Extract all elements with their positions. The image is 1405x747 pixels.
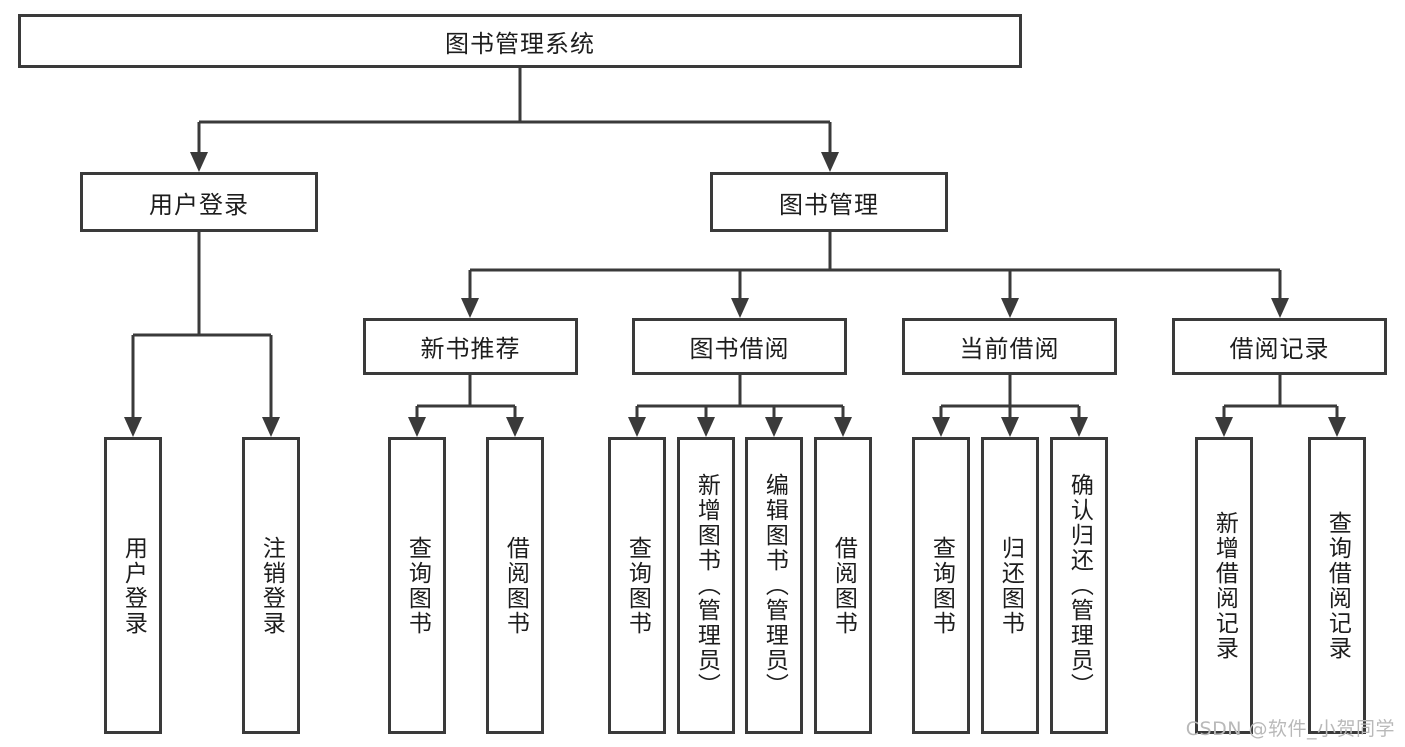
node-book-management-label: 图书管理 — [779, 190, 879, 219]
node-leaf-user-login-label: 用户登录 — [120, 535, 147, 636]
arrowhead-leaf-user-login — [124, 417, 142, 437]
arrowhead-leaf-query-record — [1328, 417, 1346, 437]
arrowhead-leaf-add-record — [1215, 417, 1233, 437]
node-book-management[interactable]: 图书管理 — [710, 172, 948, 232]
node-book-borrow[interactable]: 图书借阅 — [632, 318, 847, 375]
node-leaf-query-book-2-label: 查询图书 — [624, 535, 651, 636]
node-leaf-query-record-label: 查询借阅记录 — [1324, 510, 1351, 661]
node-leaf-confirm-return-label: 确认归还（管理员） — [1066, 473, 1093, 698]
arrowhead-book-borrow — [731, 298, 749, 318]
node-leaf-query-book-1[interactable]: 查询图书 — [388, 437, 446, 734]
node-leaf-confirm-return[interactable]: 确认归还（管理员） — [1050, 437, 1108, 734]
arrowhead-leaf-query-book-1 — [408, 417, 426, 437]
arrowhead-leaf-confirm-return — [1070, 417, 1088, 437]
arrowhead-leaf-borrow-book-1 — [506, 417, 524, 437]
arrowhead-leaf-return-book — [1001, 417, 1019, 437]
node-leaf-query-book-2[interactable]: 查询图书 — [608, 437, 666, 734]
node-current-borrow[interactable]: 当前借阅 — [902, 318, 1117, 375]
node-leaf-add-book-label: 新增图书（管理员） — [693, 473, 720, 698]
node-new-book-recommend-label: 新书推荐 — [420, 335, 521, 363]
arrowhead-leaf-query-book-3 — [932, 417, 950, 437]
arrowhead-leaf-add-book — [697, 417, 715, 437]
node-borrow-record[interactable]: 借阅记录 — [1172, 318, 1387, 375]
arrowhead-book-management — [821, 152, 839, 172]
node-leaf-query-book-3[interactable]: 查询图书 — [912, 437, 970, 734]
node-leaf-user-login[interactable]: 用户登录 — [104, 437, 162, 734]
watermark: CSDN @软件_小贺同学 — [1185, 718, 1395, 740]
arrowhead-leaf-query-book-2 — [628, 417, 646, 437]
node-leaf-query-book-1-label: 查询图书 — [404, 535, 431, 636]
node-leaf-add-record[interactable]: 新增借阅记录 — [1195, 437, 1253, 734]
node-leaf-edit-book-label: 编辑图书（管理员） — [761, 473, 788, 698]
arrowhead-current-borrow — [1001, 298, 1019, 318]
node-borrow-record-label: 借阅记录 — [1229, 335, 1330, 363]
arrowhead-user-login — [190, 152, 208, 172]
node-leaf-borrow-book-2[interactable]: 借阅图书 — [814, 437, 872, 734]
node-leaf-edit-book[interactable]: 编辑图书（管理员） — [745, 437, 803, 734]
node-leaf-borrow-book-2-label: 借阅图书 — [830, 535, 857, 636]
node-root[interactable]: 图书管理系统 — [18, 14, 1022, 68]
arrowhead-leaf-edit-book — [765, 417, 783, 437]
node-root-label: 图书管理系统 — [445, 29, 595, 58]
node-leaf-borrow-book-1[interactable]: 借阅图书 — [486, 437, 544, 734]
node-leaf-query-book-3-label: 查询图书 — [928, 535, 955, 636]
node-leaf-return-book-label: 归还图书 — [997, 535, 1024, 636]
node-new-book-recommend[interactable]: 新书推荐 — [363, 318, 578, 375]
node-leaf-add-book[interactable]: 新增图书（管理员） — [677, 437, 735, 734]
arrowhead-new-book-recommend — [461, 298, 479, 318]
arrowhead-leaf-borrow-book-2 — [834, 417, 852, 437]
node-user-login-label: 用户登录 — [149, 190, 249, 219]
node-book-borrow-label: 图书借阅 — [689, 335, 790, 363]
node-current-borrow-label: 当前借阅 — [959, 335, 1060, 363]
node-leaf-logout[interactable]: 注销登录 — [242, 437, 300, 734]
node-leaf-return-book[interactable]: 归还图书 — [981, 437, 1039, 734]
node-user-login[interactable]: 用户登录 — [80, 172, 318, 232]
node-leaf-borrow-book-1-label: 借阅图书 — [502, 535, 529, 636]
arrowhead-leaf-logout — [262, 417, 280, 437]
node-leaf-add-record-label: 新增借阅记录 — [1211, 510, 1238, 661]
arrowhead-borrow-record — [1271, 298, 1289, 318]
node-leaf-query-record[interactable]: 查询借阅记录 — [1308, 437, 1366, 734]
node-leaf-logout-label: 注销登录 — [258, 535, 285, 636]
